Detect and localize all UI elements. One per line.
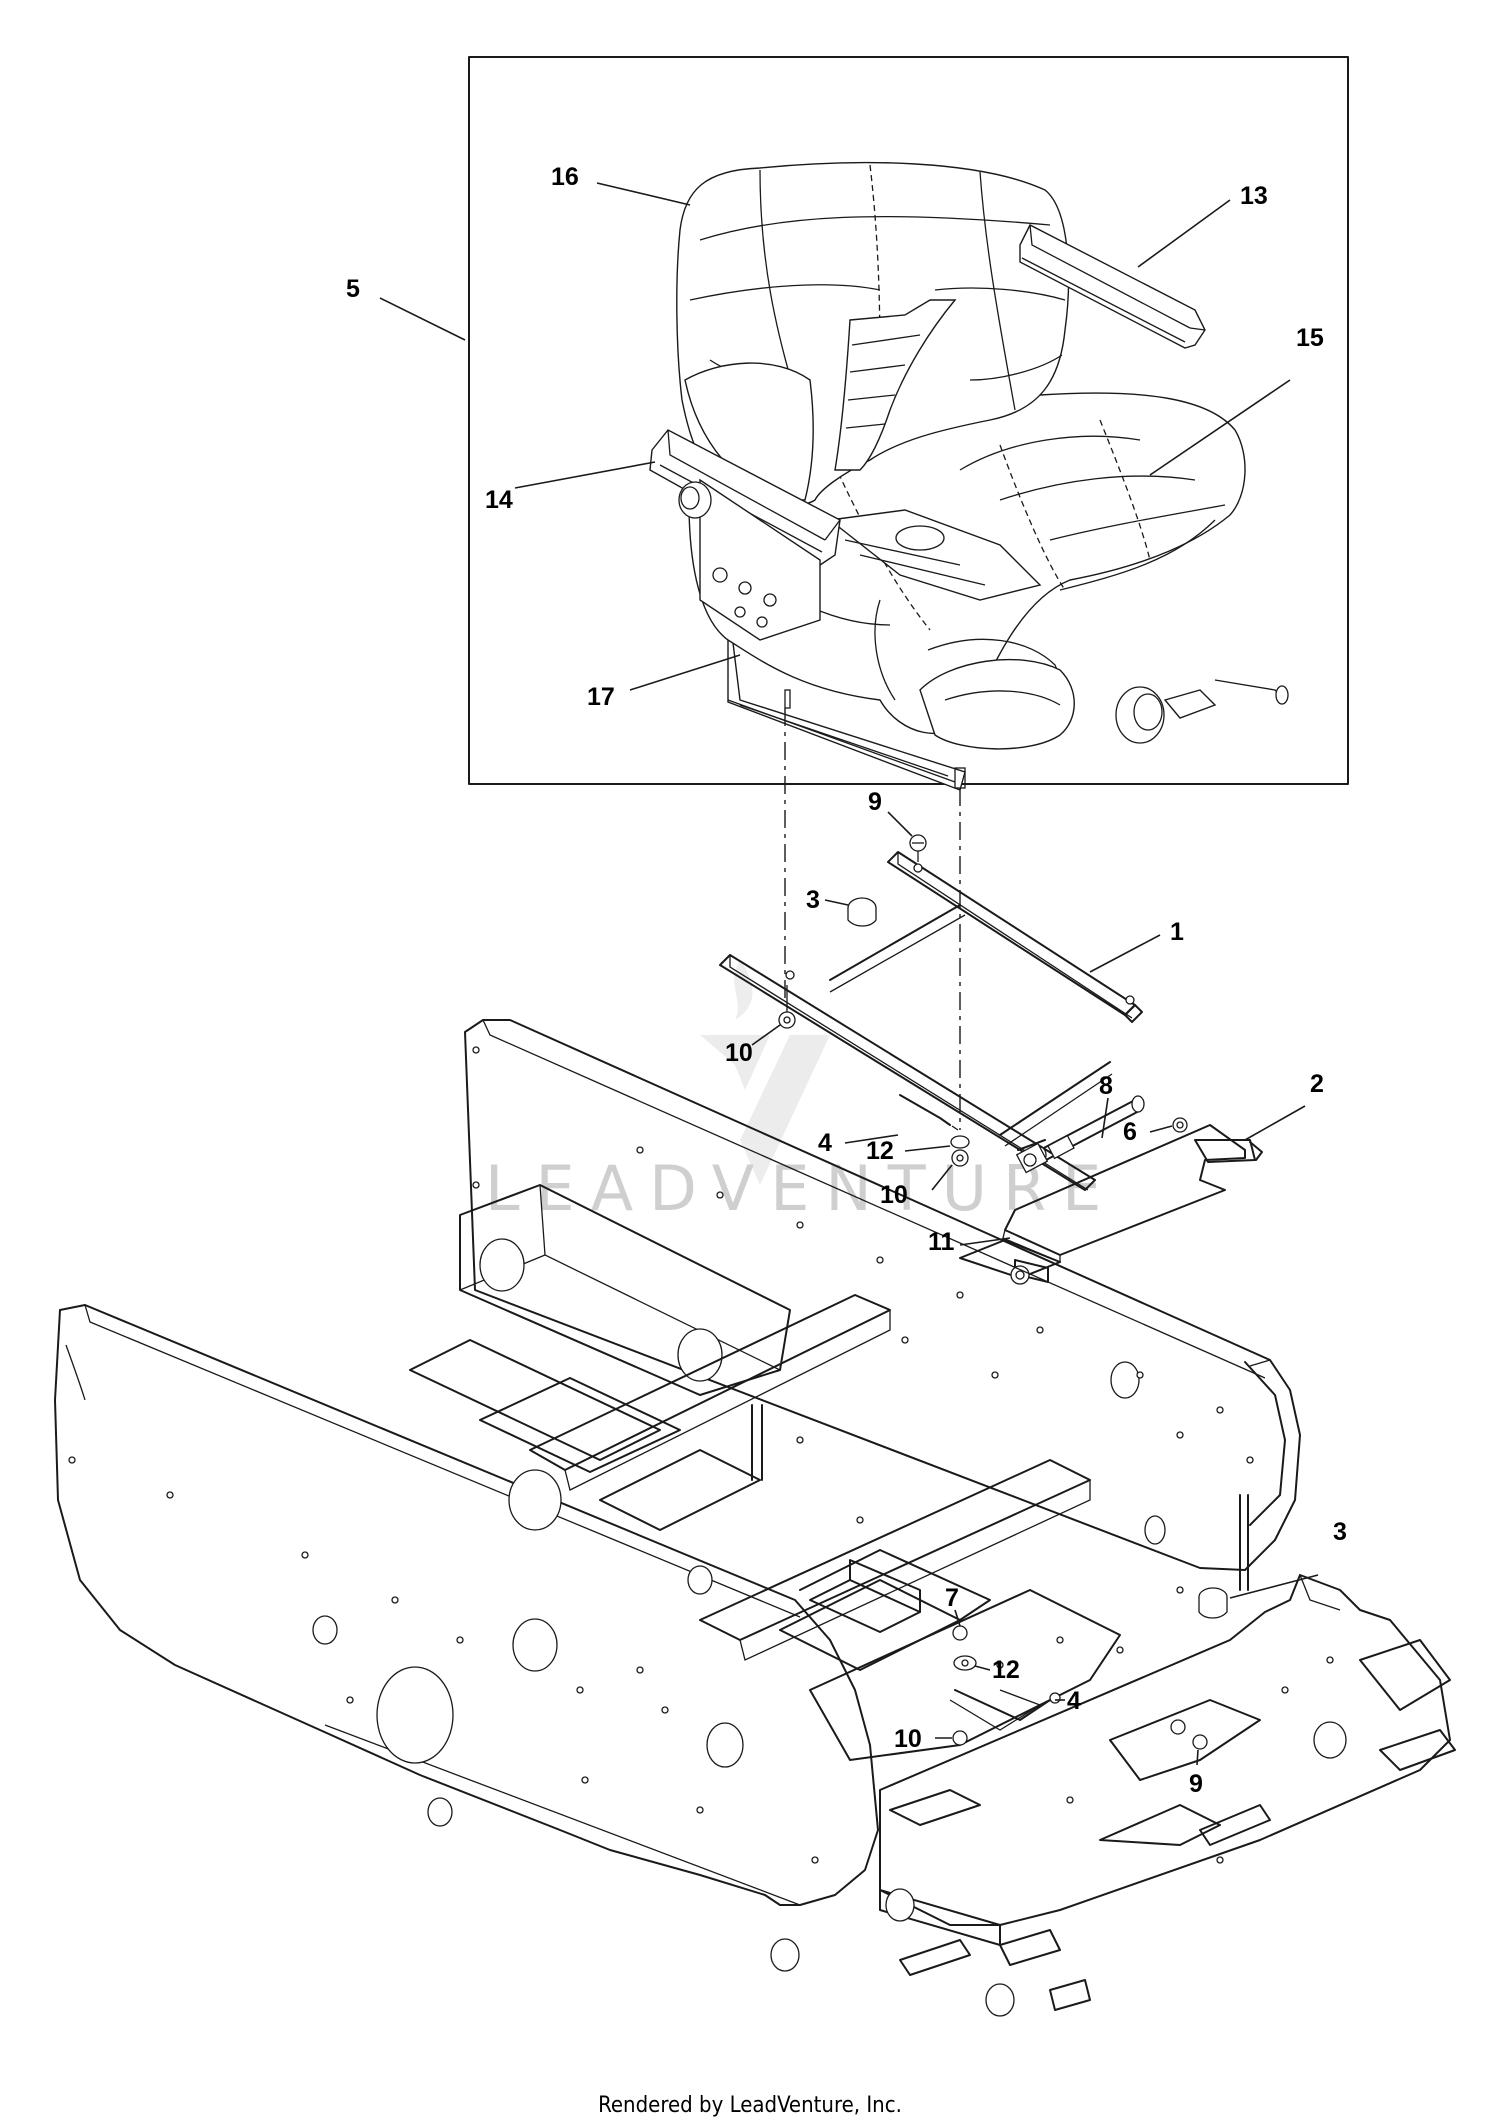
- callout-9-top: 9: [868, 788, 882, 816]
- callout-1: 1: [1170, 918, 1184, 946]
- watermark: LEADVENTURE: [485, 960, 1117, 1225]
- callout-10-mid: 10: [880, 1181, 908, 1209]
- watermark-text: LEADVENTURE: [485, 1152, 1117, 1225]
- pivot-bracket: [959, 1124, 1263, 1285]
- seat-mount-plate: [719, 851, 1143, 1191]
- leader-lines: [379, 182, 1319, 1766]
- callout-4-bottom: 4: [1067, 1687, 1081, 1715]
- seat-assembly: [468, 56, 1349, 791]
- callout-11: 11: [928, 1228, 955, 1256]
- frame-rivets: [68, 1046, 1334, 1864]
- callout-17: 17: [587, 683, 615, 711]
- callout-7: 7: [945, 1584, 959, 1612]
- pivot-rod: [1015, 1095, 1145, 1174]
- right-armrest: [1019, 224, 1206, 349]
- callouts: 16 13 5 15 14 17 9 3 1 10 8 2 4 6 12 10 …: [346, 163, 1347, 1798]
- callout-4-top: 4: [818, 1129, 832, 1157]
- callout-14: 14: [485, 486, 513, 514]
- callout-13: 13: [1240, 182, 1268, 210]
- callout-15: 15: [1296, 324, 1324, 352]
- mower-frame: [54, 1019, 1456, 2017]
- footer-credit: Rendered by LeadVenture, Inc.: [598, 2093, 902, 2118]
- callout-6: 6: [1123, 1118, 1137, 1146]
- left-armrest: [649, 429, 841, 641]
- callout-9-bottom: 9: [1189, 1770, 1203, 1798]
- callout-3-top: 3: [806, 886, 820, 914]
- watermark-logo-icon: [700, 960, 830, 1185]
- callout-8: 8: [1099, 1072, 1113, 1100]
- callout-5: 5: [346, 275, 360, 303]
- callout-16: 16: [551, 163, 579, 191]
- callout-12-bottom: 12: [992, 1656, 1020, 1684]
- callout-12-top: 12: [866, 1137, 894, 1165]
- seat-assembly-box: [468, 56, 1349, 785]
- callout-10-top: 10: [725, 1039, 753, 1067]
- callout-10-bottom: 10: [894, 1725, 922, 1753]
- callout-3-bottom: 3: [1333, 1518, 1347, 1546]
- callout-2: 2: [1310, 1070, 1324, 1098]
- hardware-top: [778, 834, 1188, 1167]
